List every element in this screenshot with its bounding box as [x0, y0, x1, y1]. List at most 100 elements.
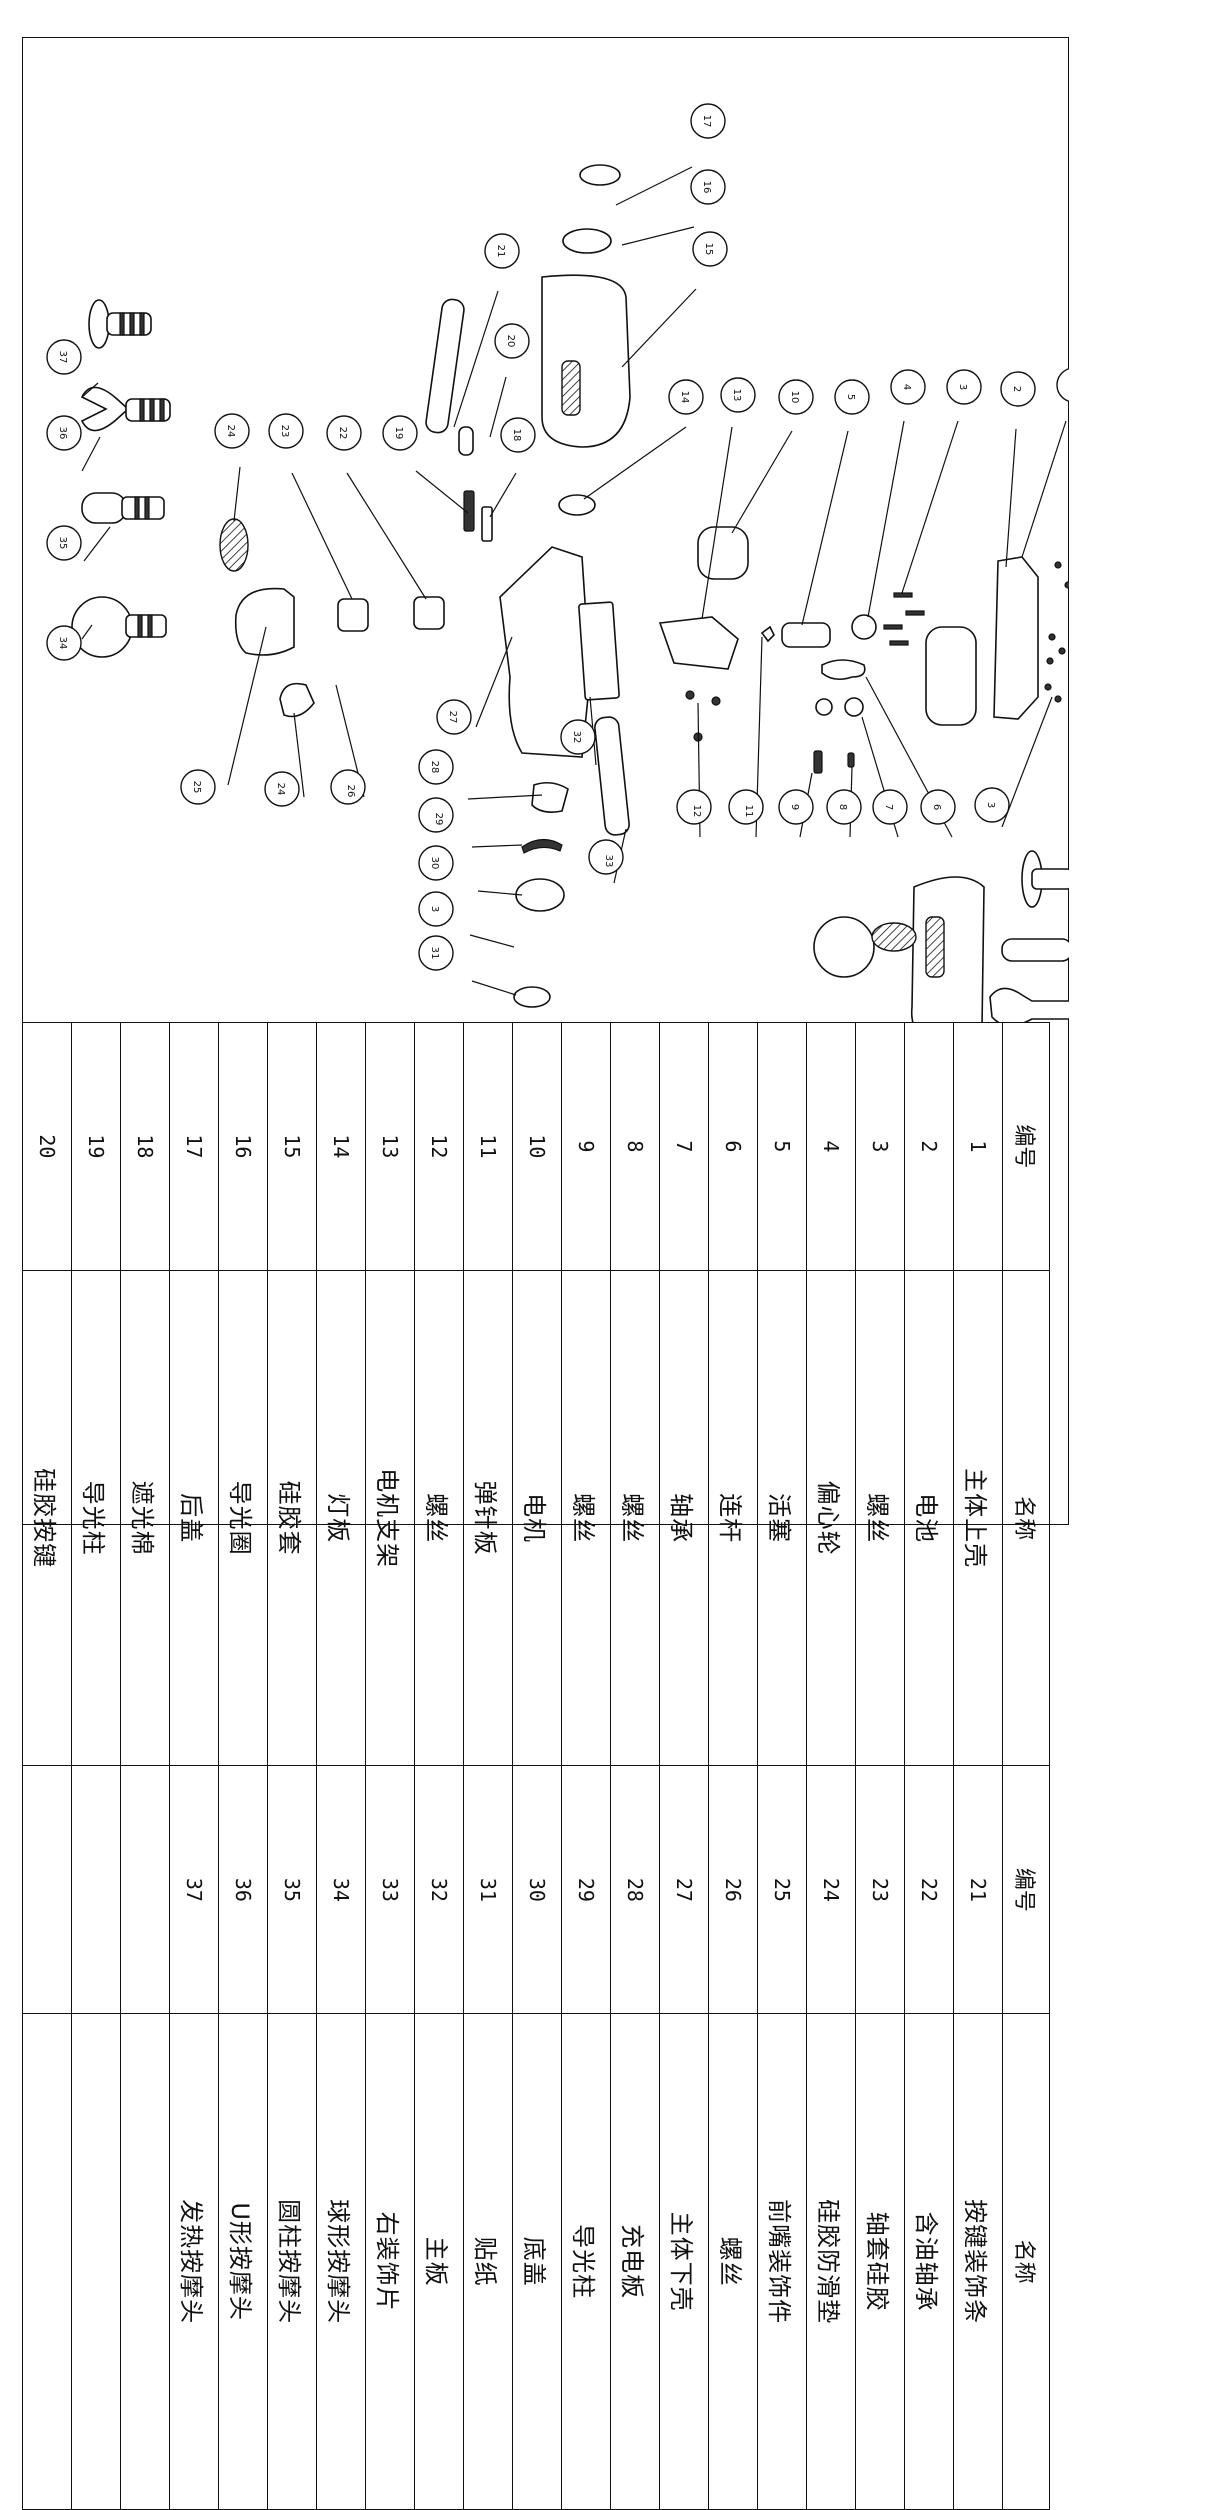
callout-24-bottom: 24	[264, 771, 300, 807]
callout-37: 37	[46, 339, 82, 375]
part-number: 6	[708, 1022, 758, 1271]
callout-33: 33	[588, 839, 624, 875]
part-name: 连杆	[708, 1270, 758, 1766]
shading-foam	[481, 506, 493, 542]
part-name: 主体上壳	[953, 1270, 1003, 1766]
part-name: 主体下壳	[659, 2013, 709, 2510]
header-name-right: 名称	[1002, 2013, 1050, 2510]
svg-text:29: 29	[433, 813, 444, 826]
empty-cell	[120, 1765, 170, 2014]
svg-text:7: 7	[883, 804, 894, 810]
rear-cover	[579, 164, 621, 186]
shaft-sleeve-silicone	[337, 598, 369, 632]
header-name-left: 名称	[1002, 1270, 1050, 1766]
svg-text:4: 4	[901, 384, 912, 390]
part-number: 21	[953, 1765, 1003, 2014]
silicone-pad-bottom	[279, 682, 315, 718]
callout-16: 16	[690, 169, 726, 205]
part-name: 硅胶按键	[22, 1270, 72, 1766]
svg-text:14: 14	[679, 391, 690, 404]
part-number: 14	[316, 1022, 366, 1271]
callout-6: 6	[920, 789, 956, 825]
light-pipe-2	[521, 838, 563, 854]
callout-4: 4	[890, 369, 926, 405]
main-board	[578, 601, 620, 701]
part-name: 球形按摩头	[316, 2013, 366, 2510]
part-name: 轴承	[659, 1270, 709, 1766]
part-name: 导光柱	[561, 2013, 611, 2510]
part-name: 偏心轮	[806, 1270, 856, 1766]
svg-text:27: 27	[447, 711, 458, 724]
callout-28: 28	[418, 749, 454, 785]
empty-cell	[71, 2013, 121, 2510]
part-name: 圆柱按摩头	[267, 2013, 317, 2510]
svg-text:35: 35	[57, 537, 68, 550]
part-number: 11	[463, 1022, 513, 1271]
right-trim-piece	[594, 716, 630, 836]
svg-text:10: 10	[789, 391, 800, 404]
svg-text:3: 3	[429, 906, 440, 912]
svg-text:12: 12	[691, 805, 702, 818]
cylinder-massage-head	[81, 492, 165, 524]
part-number: 15	[267, 1022, 317, 1271]
part-name: 轴套硅胶	[855, 2013, 905, 2510]
silicone-key	[458, 426, 474, 456]
part-name: 电机支架	[365, 1270, 415, 1766]
spring-plate	[760, 625, 775, 643]
part-number: 35	[267, 1765, 317, 2014]
part-name: 螺丝	[610, 1270, 660, 1766]
upper-housing	[993, 556, 1039, 720]
part-number: 32	[414, 1765, 464, 2014]
callout-29: 29	[418, 797, 454, 833]
svg-text:25: 25	[191, 781, 202, 794]
bearing-a	[815, 698, 833, 716]
svg-text:3: 3	[957, 384, 968, 390]
callout-14: 14	[668, 379, 704, 415]
table-header-row: 编号名称编号名称	[1002, 1022, 1050, 2510]
assembled-product-view	[813, 850, 1069, 1022]
part-name: 螺丝	[855, 1270, 905, 1766]
oil-bearing	[413, 596, 445, 630]
callout-7: 7	[872, 789, 908, 825]
part-number: 13	[365, 1022, 415, 1271]
callout-20: 20	[494, 323, 530, 359]
header-no-left: 编号	[1002, 1022, 1050, 1271]
part-name: 右装饰片	[365, 2013, 415, 2510]
part-number: 24	[806, 1765, 856, 2014]
bottom-cover	[515, 878, 565, 912]
part-number: 26	[708, 1765, 758, 2014]
svg-text:32: 32	[571, 731, 582, 744]
part-name: 主板	[414, 2013, 464, 2510]
part-name: 前嘴装饰件	[757, 2013, 807, 2510]
part-number: 9	[561, 1022, 611, 1271]
svg-text:31: 31	[429, 947, 440, 960]
header-no-right: 编号	[1002, 1765, 1050, 2014]
bearing-b	[844, 697, 864, 717]
part-name: 螺丝	[414, 1270, 464, 1766]
svg-text:11: 11	[743, 805, 754, 818]
svg-text:6: 6	[931, 804, 942, 810]
callout-3-lower: 3	[418, 891, 454, 927]
silicone-sleeve	[541, 274, 631, 448]
callout-35: 35	[46, 525, 82, 561]
callout-21: 21	[484, 233, 520, 269]
part-name: 灯板	[316, 1270, 366, 1766]
part-number: 5	[757, 1022, 807, 1271]
part-number: 29	[561, 1765, 611, 2014]
callout-25: 25	[180, 769, 216, 805]
callout-34: 34	[46, 625, 82, 661]
part-number: 22	[904, 1765, 954, 2014]
callout-27: 27	[436, 699, 472, 735]
callout-36: 36	[46, 415, 82, 451]
callout-15: 15	[692, 231, 728, 267]
